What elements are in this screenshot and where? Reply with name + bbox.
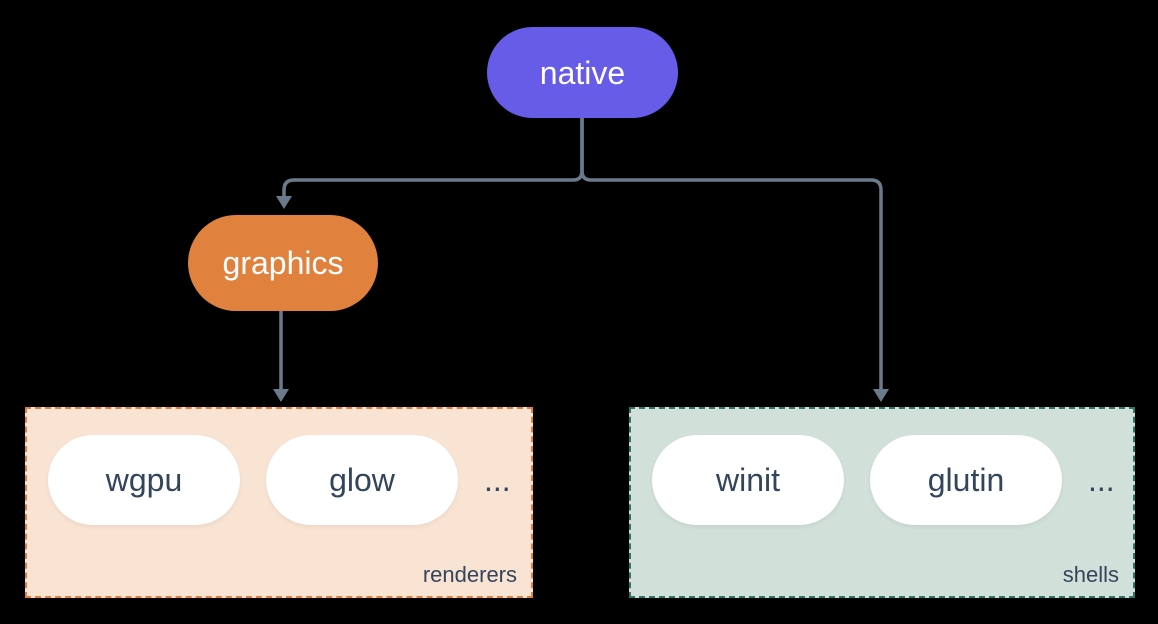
group-shells: winit glutin ... shells: [629, 407, 1135, 598]
node-winit-label: winit: [715, 462, 780, 498]
node-glutin: glutin: [870, 435, 1062, 525]
node-wgpu-label: wgpu: [105, 462, 183, 498]
arrowhead-into-renderers: [273, 389, 289, 402]
renderers-pill-row: wgpu glow ...: [27, 409, 531, 525]
node-native-label: native: [539, 54, 626, 91]
node-winit: winit: [652, 435, 844, 525]
arrowhead-into-shells: [873, 389, 889, 402]
node-glow-label: glow: [329, 462, 395, 498]
group-shells-label: shells: [1062, 561, 1119, 587]
node-glutin-label: glutin: [927, 462, 1005, 498]
renderers-ellipsis: ...: [484, 462, 511, 498]
arrowhead-into-graphics: [276, 196, 292, 209]
node-graphics: graphics: [188, 215, 378, 311]
shells-pill-row: winit glutin ...: [631, 409, 1133, 525]
shells-ellipsis: ...: [1088, 462, 1115, 498]
node-glow: glow: [266, 435, 458, 525]
edge-native-graphics: [282, 118, 584, 197]
node-wgpu: wgpu: [48, 435, 240, 525]
group-renderers-label: renderers: [422, 561, 517, 587]
group-renderers: wgpu glow ... renderers: [25, 407, 533, 598]
edge-native-shells: [580, 118, 883, 389]
node-graphics-label: graphics: [222, 245, 344, 281]
node-native: native: [487, 27, 678, 118]
